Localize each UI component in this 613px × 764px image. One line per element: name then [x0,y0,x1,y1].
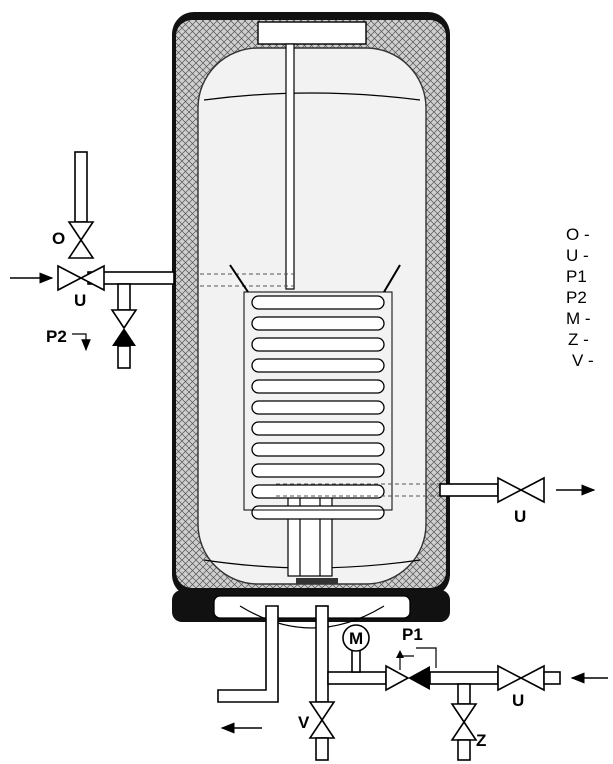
coil-turn [251,358,385,373]
left-inlet-assembly [10,151,175,369]
manometer-gauge [342,624,370,652]
drop-pipe-left-bottom [117,345,131,369]
coil-turn [251,484,385,499]
legend-item: U - [566,246,589,265]
p1-arrow-head [396,650,404,658]
heating-coil [243,291,393,520]
label-z: Z [476,731,486,750]
coil-turn [251,337,385,352]
valve-p2-left-top [110,309,138,330]
label-u-bottom: U [512,691,524,710]
p1-bypass-right [416,647,437,668]
valve-u-right [497,476,545,504]
coil-turn [251,400,385,415]
legend-item: V - [572,351,594,370]
label-o: O [52,229,65,248]
bottom-flange [213,595,411,619]
legend-item: P1 [566,267,587,286]
bottom-cover-arc [239,605,385,629]
right-outlet-assembly [439,476,596,504]
valve-v [308,701,336,739]
drop-pipe-z-bottom [457,739,471,761]
bent-outlet-pipe [217,605,279,703]
legend-item: O - [566,225,590,244]
tank-inner-line [203,92,421,101]
valve-u-bottom [497,664,545,692]
label-u-right: U [514,507,526,526]
valve-u-left [57,264,105,292]
coil-turn [251,421,385,436]
valve-o [67,221,95,259]
legend-item: P2 [566,288,587,307]
coil-bracket-right [383,264,401,293]
valve-p2-left-bottom [112,328,136,346]
legend-item: M - [566,309,591,328]
legend-item: Z - [568,330,589,349]
coil-bracket-left [229,264,249,293]
horizontal-cold-pipe [327,671,387,685]
valve-z [450,703,478,741]
coil-turn [251,505,385,520]
top-flange [257,21,367,45]
coil-turn [251,316,385,331]
manometer-stem [351,649,361,673]
p1-bypass [399,655,414,670]
drop-pipe-left [117,283,131,311]
vertical-cold-pipe-bottom [315,737,329,761]
label-u-top: U [74,291,86,310]
coil-frame [243,291,393,511]
label-m: M [349,629,363,648]
coil-turn [251,379,385,394]
label-v: V [298,713,310,732]
valve-p1-right [408,666,430,690]
inlet-pipe-right-end [543,671,561,685]
coil-turn [251,463,385,478]
drop-pipe-z [457,683,471,705]
vertical-cold-pipe [315,605,329,703]
bottom-inlet-assembly [308,605,608,761]
valve-p1-left [385,664,410,692]
anode-rod [285,43,338,584]
coil-turn [251,442,385,457]
p2-drain-arrow [72,333,91,352]
label-p1: P1 [402,625,423,644]
label-p2: P2 [46,327,67,346]
right-outlet-pipe [439,483,499,497]
coil-turn [251,295,385,310]
vertical-pipe-o [74,151,88,223]
horizontal-cold-pipe-right [429,671,499,685]
bottom-left-outlet [217,605,279,734]
